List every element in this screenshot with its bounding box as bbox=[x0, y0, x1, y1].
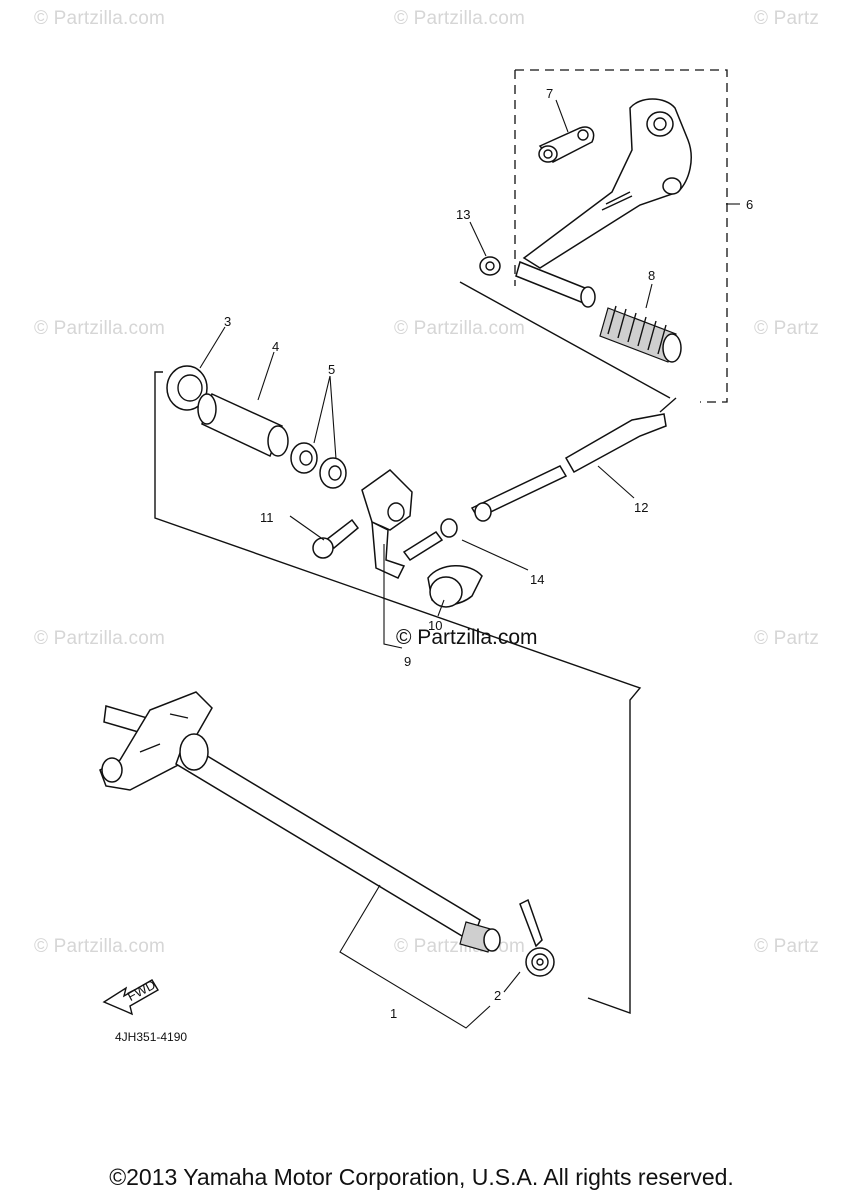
callout-3: 3 bbox=[224, 314, 231, 329]
shift-rod bbox=[470, 413, 667, 522]
callout-10: 10 bbox=[428, 618, 442, 633]
callout-numbers: 3 4 5 7 6 13 8 11 12 14 10 9 1 2 bbox=[224, 86, 753, 1021]
return-spring bbox=[519, 898, 555, 977]
diagram-part-number: 4JH351-4190 bbox=[115, 1030, 188, 1044]
callout-6: 6 bbox=[746, 197, 753, 212]
watermark: © Partz bbox=[754, 628, 820, 649]
watermark: © Partzilla.com bbox=[394, 8, 526, 29]
watermark: © Partzilla.com bbox=[34, 8, 166, 29]
callout-4: 4 bbox=[272, 339, 279, 354]
rod-bolt bbox=[402, 518, 458, 562]
pinch-bolt bbox=[312, 518, 360, 559]
callout-2: 2 bbox=[494, 988, 501, 1003]
shift-shaft bbox=[99, 691, 501, 953]
watermark: © Partzilla.com bbox=[34, 628, 166, 649]
callout-1: 1 bbox=[390, 1006, 397, 1021]
forward-arrow-icon: FWD bbox=[102, 977, 159, 1016]
callout-9: 9 bbox=[404, 654, 411, 669]
collar bbox=[197, 392, 289, 458]
shift-arm bbox=[361, 469, 413, 579]
callout-14: 14 bbox=[530, 572, 544, 587]
callout-12: 12 bbox=[634, 500, 648, 515]
watermark: © Partz bbox=[754, 318, 820, 339]
watermark: © Partzilla.com bbox=[394, 318, 526, 339]
bearing-pair bbox=[290, 442, 347, 489]
watermark: © Partzilla.com bbox=[34, 318, 166, 339]
nut bbox=[479, 256, 501, 276]
center-watermark: © Partzilla.com bbox=[396, 626, 538, 649]
callout-5: 5 bbox=[328, 362, 335, 377]
watermark: © Partz bbox=[754, 8, 820, 29]
callout-11: 11 bbox=[260, 510, 274, 525]
assembly-bracket bbox=[154, 371, 642, 1014]
copyright-notice: ©2013 Yamaha Motor Corporation, U.S.A. A… bbox=[109, 1164, 734, 1190]
pedal-rubber bbox=[599, 305, 682, 363]
oil-seal bbox=[166, 365, 208, 411]
callout-8: 8 bbox=[648, 268, 655, 283]
shift-pedal-assembly bbox=[479, 69, 728, 403]
dust-cover bbox=[427, 565, 483, 608]
callout-13: 13 bbox=[456, 207, 470, 222]
watermark: © Partzilla.com bbox=[34, 936, 166, 957]
leader-lines bbox=[199, 99, 740, 1029]
callout-7: 7 bbox=[546, 86, 553, 101]
rod-end bbox=[538, 126, 595, 163]
watermark: © Partz bbox=[754, 936, 820, 957]
